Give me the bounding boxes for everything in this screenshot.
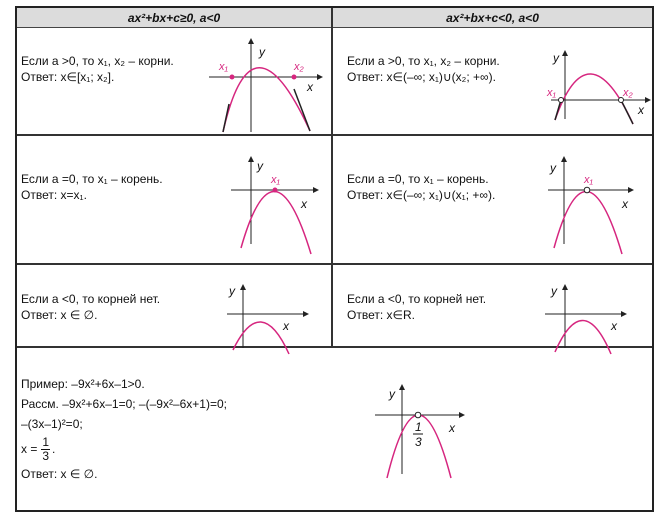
graph-two-roots-left: y x x₁ x₂: [209, 38, 323, 133]
column-divider: [331, 8, 333, 346]
x1-label: x₁: [270, 174, 281, 186]
x1-label: x₁: [218, 61, 229, 73]
answer-text: Ответ: x∈[x₁; x₂].: [21, 70, 115, 84]
example-solution: x = 1 3 .: [21, 434, 227, 464]
example-answer: Ответ: x ∈ ∅.: [21, 467, 98, 481]
y-label: y: [258, 45, 266, 59]
condition-text: Если a <0, то корней нет.: [21, 292, 161, 306]
case-text: Если a =0, то x₁ – корень. Ответ: x∈(–∞;…: [347, 171, 495, 203]
graph-no-roots-left: y x: [227, 284, 309, 355]
condition-text: Если a >0, то x₁, x₂ – корни.: [21, 54, 174, 68]
graph-two-roots-right: y x x₁ x₂: [546, 50, 651, 125]
row-divider: [17, 346, 652, 348]
period: .: [52, 442, 56, 456]
answer-text: Ответ: x ∈ ∅.: [21, 308, 98, 322]
x-label: x: [448, 421, 456, 435]
graph-one-root-left: y x x₁: [231, 156, 319, 255]
y-label: y: [552, 51, 560, 65]
solution-prefix: x =: [21, 442, 38, 456]
graph-one-root-right: y x x₁: [548, 156, 634, 255]
case-text: Если a <0, то корней нет. Ответ: x ∈ ∅.: [21, 291, 160, 323]
answer-text: Ответ: x∈(–∞; x₁)∪(x₂; +∞).: [347, 70, 496, 84]
case-text: Если a >0, то x₁, x₂ – корни. Ответ: x∈[…: [21, 53, 174, 85]
x-label: x: [637, 103, 645, 117]
x-label: x: [282, 319, 290, 333]
case-text: Если a <0, то корней нет. Ответ: x∈R.: [347, 291, 486, 323]
x1-label: x₁: [546, 87, 557, 99]
answer-text: Ответ: x∈R.: [347, 308, 415, 322]
fraction: 1 3: [41, 434, 51, 463]
root-denominator: 3: [415, 435, 422, 449]
example-line: Пример: –9x²+6x–1>0.: [21, 377, 145, 391]
x-label: x: [306, 80, 314, 94]
y-label: y: [228, 284, 236, 298]
condition-text: Если a =0, то x₁ – корень.: [21, 172, 163, 186]
case-text: Если a =0, то x₁ – корень. Ответ: x=x₁.: [21, 171, 163, 203]
x-label: x: [300, 197, 308, 211]
graph-example: y x 1 3: [375, 384, 465, 479]
x2-label: x₂: [293, 61, 305, 73]
root-numerator: 1: [415, 420, 422, 434]
answer-text: Ответ: x∈(–∞; x₁)∪(x₁; +∞).: [347, 188, 496, 202]
case-text: Если a >0, то x₁, x₂ – корни. Ответ: x∈(…: [347, 53, 500, 85]
y-label: y: [256, 159, 264, 173]
x2-label: x₂: [622, 87, 634, 99]
header-left: ax²+bx+c≥0, a<0: [17, 8, 331, 28]
y-label: y: [388, 387, 396, 401]
y-label: y: [549, 161, 557, 175]
x-label: x: [621, 197, 629, 211]
condition-text: Если a <0, то корней нет.: [347, 292, 487, 306]
condition-text: Если a =0, то x₁ – корень.: [347, 172, 489, 186]
row-divider: [17, 263, 652, 265]
inequality-table: ax²+bx+c≥0, a<0 ax²+bx+c<0, a<0 Если a >…: [15, 6, 654, 512]
graph-no-roots-right: y x: [545, 284, 627, 355]
fraction-denominator: 3: [42, 448, 50, 463]
x1-label: x₁: [583, 174, 594, 186]
row-divider: [17, 134, 652, 136]
fraction-numerator: 1: [41, 434, 51, 450]
answer-text: Ответ: x=x₁.: [21, 188, 87, 202]
example-line: –(3x–1)²=0;: [21, 417, 83, 431]
example-line: Рассм. –9x²+6x–1=0; –(–9x²–6x+1)=0;: [21, 397, 227, 411]
condition-text: Если a >0, то x₁, x₂ – корни.: [347, 54, 500, 68]
header-right: ax²+bx+c<0, a<0: [333, 8, 652, 28]
y-label: y: [550, 284, 558, 298]
x-label: x: [610, 319, 618, 333]
example-text: Пример: –9x²+6x–1>0. Рассм. –9x²+6x–1=0;…: [21, 374, 227, 484]
